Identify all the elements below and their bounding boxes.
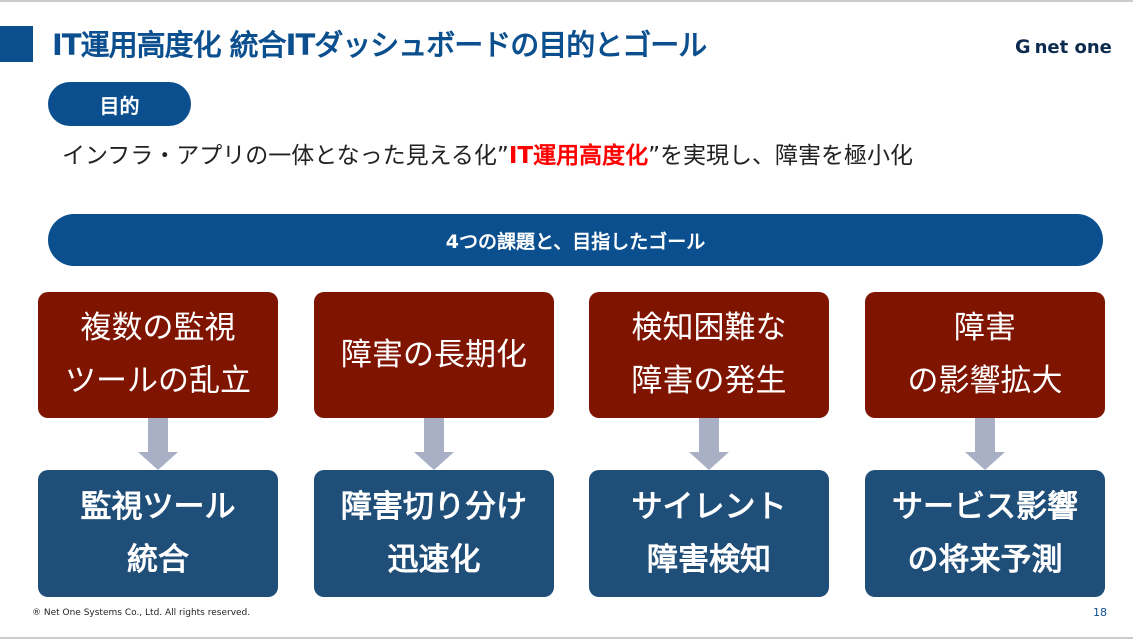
issue-box: 検知困難な 障害の発生: [589, 292, 829, 418]
goal-box: 障害切り分け 迅速化: [314, 470, 554, 597]
purpose-text-after: ”を実現し、障害を極小化: [648, 143, 914, 169]
logo-text: net one: [1034, 36, 1112, 58]
purpose-label: 目的: [48, 82, 191, 126]
issue-box: 障害 の影響拡大: [865, 292, 1105, 418]
logo-mark-icon: G: [1015, 36, 1031, 58]
title-accent-bar: [0, 26, 33, 62]
down-arrow-icon: [689, 418, 729, 470]
purpose-text-before: インフラ・アプリの一体となった見える化”: [62, 143, 509, 169]
goal-box: サイレント 障害検知: [589, 470, 829, 597]
down-arrow-icon: [414, 418, 454, 470]
purpose-text: インフラ・アプリの一体となった見える化”IT運用高度化”を実現し、障害を極小化: [62, 136, 913, 170]
issue-box: 障害の長期化: [314, 292, 554, 418]
page-title: IT運用高度化 統合ITダッシュボードの目的とゴール: [52, 28, 707, 62]
down-arrow-icon: [965, 418, 1005, 470]
goal-box: 監視ツール 統合: [38, 470, 278, 597]
page-number: 18: [1093, 606, 1107, 619]
goals-banner: 4つの課題と、目指したゴール: [48, 214, 1103, 266]
purpose-highlight: IT運用高度化: [508, 143, 649, 169]
bottom-divider: [0, 637, 1133, 639]
copyright: ® Net One Systems Co., Ltd. All rights r…: [32, 608, 251, 618]
goal-box: サービス影響 の将来予測: [865, 470, 1105, 597]
down-arrow-icon: [138, 418, 178, 470]
top-divider: [0, 0, 1133, 2]
issue-box: 複数の監視 ツールの乱立: [38, 292, 278, 418]
